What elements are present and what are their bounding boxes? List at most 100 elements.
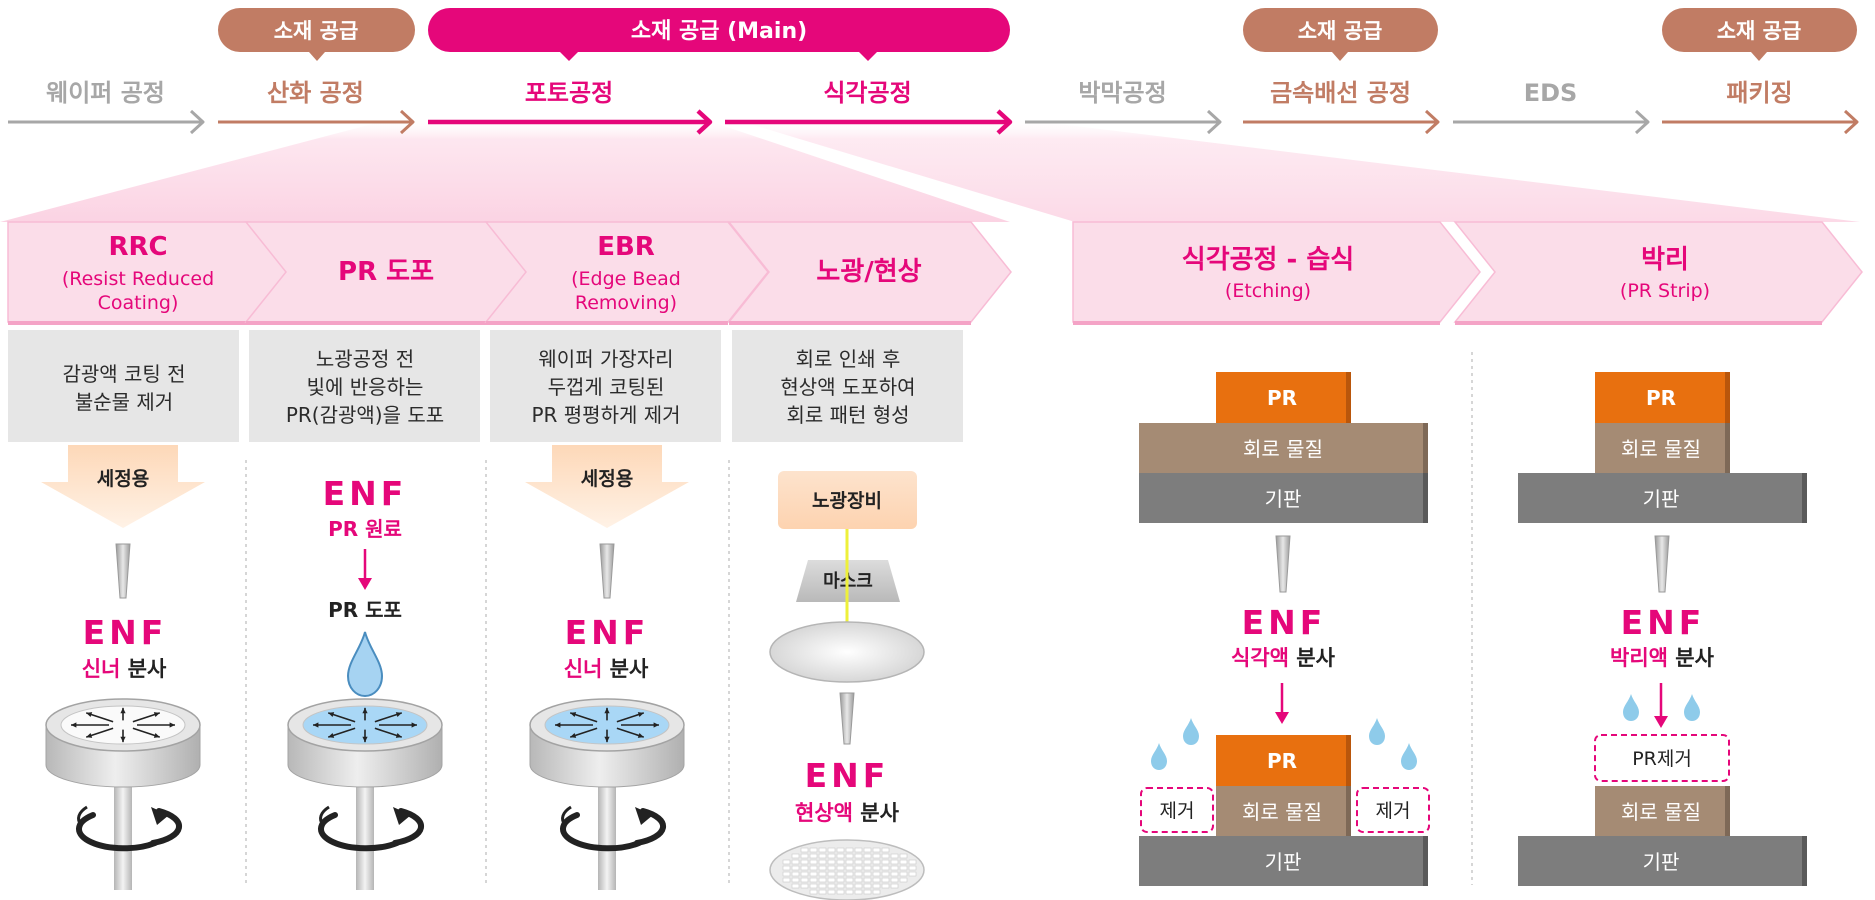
spin-coater-icon — [287, 698, 443, 890]
flow-step: 패키징 — [1662, 79, 1859, 135]
down-arrow — [41, 445, 205, 528]
description-line: 불순물 제거 — [75, 390, 173, 414]
process-flow: 웨이퍼 공정 산화 공정 포토공정 식각공정 박막공정 금속배선 공정 EDS 패키징 — [8, 79, 1859, 135]
supply-badge-main: 소재 공급 (Main) — [428, 8, 1010, 61]
flow-step: EDS — [1453, 79, 1650, 135]
pr-label: PR — [1646, 386, 1676, 410]
remove-box — [1356, 787, 1430, 833]
photo-step: PR 도포 — [244, 221, 529, 325]
description-line: PR 평평하게 제거 — [531, 403, 680, 427]
strip-illustration: PR 회로 물질 기판 ENF 박리액 분사 PR제거 회로 물질 기판 — [1518, 372, 1807, 886]
pr-apply-illustration: ENF PR 원료 PR 도포 — [287, 474, 443, 890]
step-title: 박리 — [1641, 245, 1689, 275]
nozzle-icon — [1275, 535, 1291, 593]
photo-funnel — [0, 118, 1010, 222]
logo-text: ENF — [1621, 603, 1706, 642]
remove-label: PR제거 — [1632, 748, 1692, 770]
enf-logo: ENF — [565, 613, 650, 652]
pr-layer — [1595, 372, 1725, 423]
step-subtitle: (Etching) — [1225, 280, 1311, 302]
description-line: 회로 인쇄 후 — [796, 347, 901, 371]
logo-text: ENF — [1242, 603, 1327, 642]
equipment-label: 노광장비 — [812, 490, 882, 512]
flow-step-label: 웨이퍼 공정 — [46, 79, 165, 107]
supply-badge-label: 소재 공급 (Main) — [631, 19, 807, 44]
substrate-label: 기판 — [1265, 850, 1302, 874]
flow-step: 산화 공정 — [218, 79, 415, 135]
flow-step-label: 금속배선 공정 — [1270, 79, 1411, 107]
material-label: 회로 물질 — [1621, 800, 1701, 824]
ebr-illustration: 세정용 ENF 신너 분사 — [525, 445, 689, 890]
supply-badge-metal: 소재 공급 — [1243, 8, 1438, 61]
step-subtitle: (Edge Bead — [571, 268, 681, 290]
description-line: 감광액 코팅 전 — [62, 362, 185, 386]
spray-label: 현상액 분사 — [795, 801, 900, 825]
step-chevron — [1072, 221, 1481, 323]
description-line: 웨이퍼 가장자리 — [538, 347, 673, 371]
material-label: PR 원료 — [328, 517, 402, 541]
description-line: 빛에 반응하는 — [307, 375, 424, 399]
logo-text: ENF — [323, 474, 408, 513]
description-line: PR(감광액)을 도포 — [286, 403, 444, 427]
etchant-droplets — [1151, 718, 1417, 770]
flow-step: 금속배선 공정 — [1243, 79, 1440, 135]
substrate-label: 기판 — [1643, 487, 1680, 511]
step-title: 식각공정 - 습식 — [1182, 245, 1354, 275]
photo-step: 노광/현상 — [727, 221, 1012, 325]
remove-box — [1594, 734, 1730, 782]
spin-coater-icon — [529, 698, 685, 890]
flow-step-label: 박막공정 — [1078, 79, 1166, 107]
logo-text: ENF — [805, 756, 890, 795]
flow-step-label: 패키징 — [1726, 79, 1792, 107]
substrate-layer — [1518, 473, 1802, 523]
step-title: EBR — [597, 232, 655, 262]
apply-label: PR 도포 — [328, 598, 402, 622]
spin-coater-icon — [45, 698, 201, 890]
spray-label: 식각액 분사 — [1231, 646, 1336, 670]
nozzle-icon — [1654, 535, 1670, 593]
flow-step-label: 산화 공정 — [267, 79, 364, 107]
description-box: 노광공정 전빛에 반응하는 PR(감광액)을 도포 — [249, 330, 480, 442]
flow-step: 웨이퍼 공정 — [8, 79, 205, 135]
arrow-label: 세정용 — [581, 468, 633, 490]
description-line: 회로 패턴 형성 — [786, 403, 909, 427]
exposure-equipment — [778, 471, 917, 529]
supply-badge-label: 소재 공급 — [1298, 19, 1383, 43]
material-layer — [1139, 423, 1423, 473]
enf-logo: ENF — [1242, 603, 1327, 642]
exposure-illustration: 노광장비 마스크 ENF 현상액 분사 — [769, 471, 925, 900]
patterned-wafer-icon — [769, 839, 925, 900]
flow-step: 박막공정 — [1025, 79, 1222, 135]
remove-label: 제거 — [1376, 800, 1411, 822]
etch-funnel — [730, 118, 1860, 222]
arrow-label: 세정용 — [97, 468, 149, 490]
flow-step: 식각공정 — [725, 79, 1013, 135]
flow-step-label: 포토공정 — [525, 79, 613, 107]
enf-logo: ENF — [83, 613, 168, 652]
logo-text: ENF — [83, 613, 168, 652]
pr-label: PR — [1267, 749, 1297, 773]
spray-label: 박리액 분사 — [1610, 646, 1715, 670]
etch-step: 식각공정 - 습식 (Etching) — [1072, 221, 1481, 325]
enf-logo: ENF — [323, 474, 408, 513]
nozzle-icon — [839, 692, 855, 745]
step-title: PR 도포 — [338, 257, 434, 287]
enf-logo: ENF — [1621, 603, 1706, 642]
step-subtitle: (Resist Reduced — [62, 268, 214, 290]
material-label: 회로 물질 — [1242, 800, 1322, 824]
nozzle-icon — [599, 543, 615, 599]
logo-text: ENF — [565, 613, 650, 652]
supply-badge-packaging: 소재 공급 — [1662, 8, 1857, 61]
description-line: 두껍게 코팅된 — [548, 375, 665, 399]
supply-badge-oxidation: 소재 공급 — [218, 8, 415, 61]
flow-step: 포토공정 — [428, 79, 713, 135]
description-line: 노광공정 전 — [316, 347, 414, 371]
flow-step-label: 식각공정 — [823, 79, 911, 107]
